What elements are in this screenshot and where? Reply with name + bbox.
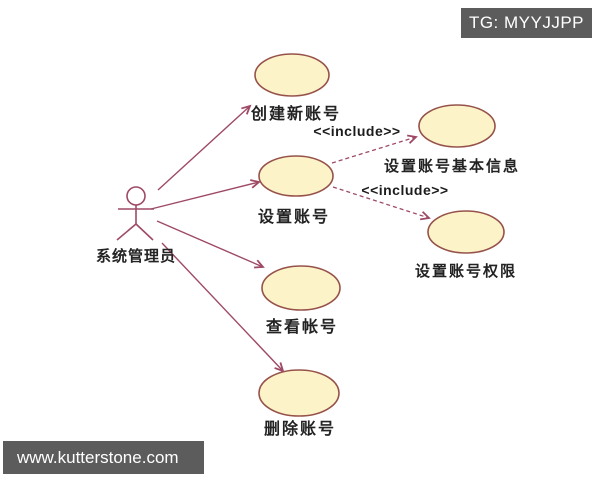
- use-case-ellipse-view-account: [261, 265, 341, 311]
- use-case-label-set-account-basic-info: 设置账号基本信息: [383, 157, 521, 175]
- use-case-ellipse-set-account: [258, 155, 334, 197]
- use-case-ellipse-set-account-permissions: [427, 210, 505, 254]
- use-case-label-set-account-permissions: 设置账号权限: [414, 262, 518, 280]
- actor-label: 系统管理员: [95, 247, 177, 265]
- use-case-ellipse-set-account-basic-info: [418, 104, 496, 148]
- use-case-ellipse-create-account: [254, 53, 330, 97]
- association-actor-view-account: [156, 220, 265, 269]
- use-case-label-create-account: 创建新账号: [250, 104, 342, 123]
- use-case-label-delete-account: 删除账号: [263, 419, 337, 438]
- actor-figure: [116, 186, 154, 241]
- association-actor-create-account: [157, 104, 252, 191]
- include-arrow-set-account-permissions: [332, 186, 431, 221]
- include-arrow-set-account-basic-info: [331, 134, 418, 164]
- use-case-label-view-account: 查看帐号: [265, 317, 339, 336]
- association-actor-delete-account: [161, 242, 285, 373]
- include-stereotype-basic-info: <<include>>: [313, 123, 401, 139]
- include-stereotype-permissions: <<include>>: [361, 182, 449, 198]
- use-case-label-set-account: 设置账号: [257, 207, 331, 226]
- bottom-left-watermark-badge: www.kutterstone.com: [3, 441, 204, 474]
- top-right-watermark-badge: TG: MYYJJPP: [461, 8, 592, 38]
- use-case-ellipse-delete-account: [258, 369, 340, 417]
- association-actor-set-account: [150, 179, 261, 210]
